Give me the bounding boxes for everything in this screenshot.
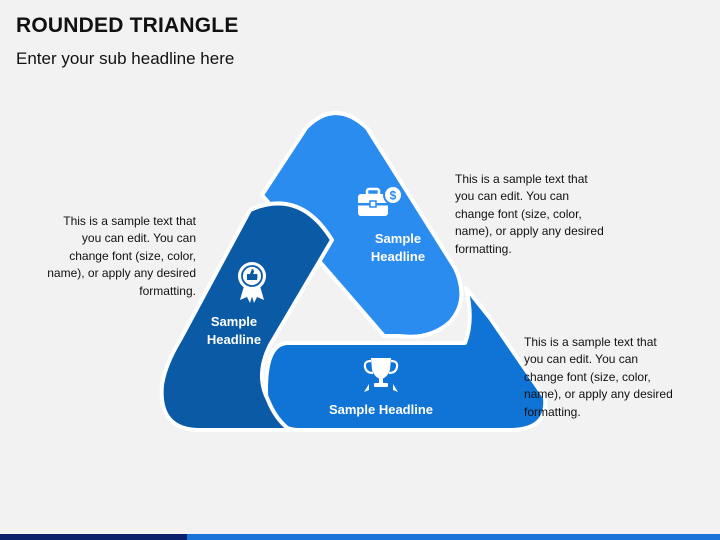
segment-top-headline-1: Sample bbox=[375, 231, 421, 246]
segment-top[interactable] bbox=[260, 111, 464, 339]
segment-left-headline-1: Sample bbox=[211, 314, 257, 329]
segment-top-headline-2: Headline bbox=[371, 249, 425, 264]
segment-left[interactable] bbox=[159, 201, 334, 432]
segment-left-description: This is a sample text that you can edit.… bbox=[47, 214, 196, 298]
briefcase-dollar-icon: $ bbox=[358, 185, 403, 216]
segment-top-description: This is a sample text that you can edit.… bbox=[455, 172, 604, 256]
footer-bar bbox=[0, 534, 720, 540]
segment-bottom-headline: Sample Headline bbox=[329, 402, 433, 417]
page-title: ROUNDED TRIANGLE bbox=[16, 14, 239, 37]
segment-left-headline-2: Headline bbox=[207, 332, 261, 347]
svg-text:$: $ bbox=[390, 189, 397, 203]
segment-bottom[interactable] bbox=[264, 286, 548, 432]
trophy-icon bbox=[363, 358, 399, 392]
award-ribbon-icon bbox=[238, 262, 266, 303]
page-subtitle: Enter your sub headline here bbox=[16, 49, 235, 68]
segment-bottom-description: This is a sample text that you can edit.… bbox=[524, 335, 673, 419]
